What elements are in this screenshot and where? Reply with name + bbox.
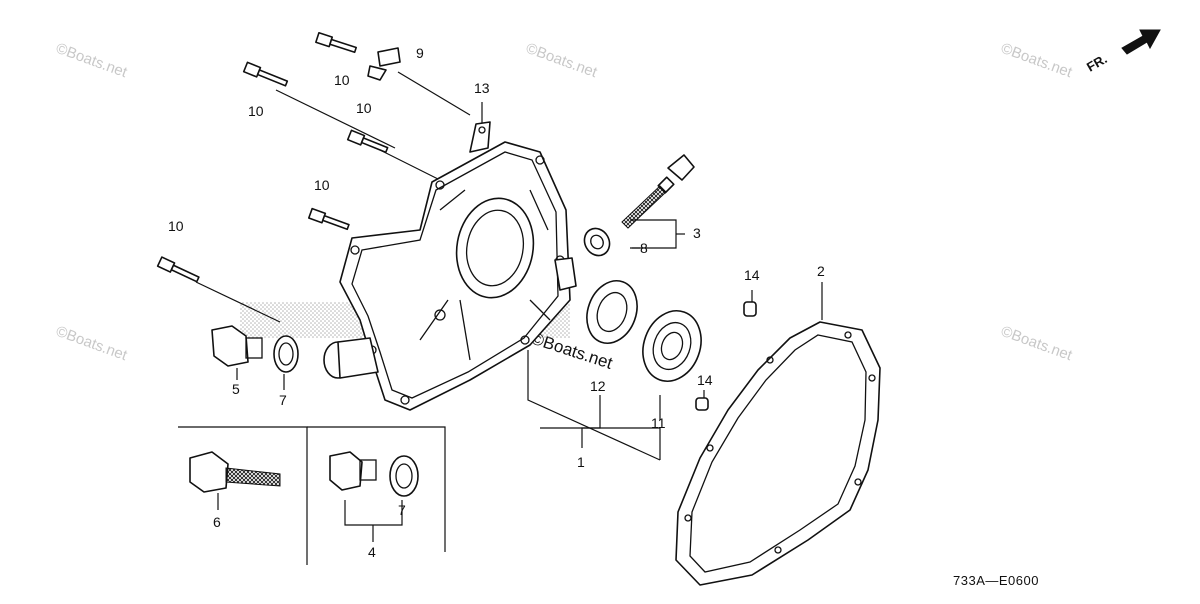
plug-part-4: [329, 451, 419, 497]
part-label-5: 5: [232, 381, 240, 397]
part-label-10: 10: [334, 72, 350, 88]
kit-box-4: [307, 426, 446, 552]
bracket-part-13: [469, 121, 491, 153]
part-label-14: 14: [697, 372, 713, 388]
part-label-10: 10: [314, 177, 330, 193]
diagram-code: 733A—E0600: [953, 573, 1039, 588]
watermark: ©Boats.net: [54, 40, 131, 82]
part-label-7: 7: [398, 502, 406, 518]
dowel-part-14: [695, 397, 709, 411]
kit-box-6: [178, 426, 308, 565]
front-arrow-icon: FR.: [1084, 29, 1161, 75]
part-label-10: 10: [356, 100, 372, 116]
part-label-3: 3: [693, 225, 701, 241]
part-label-7: 7: [279, 392, 287, 408]
clip-part-9: [367, 47, 401, 81]
plug-part-6: [189, 451, 281, 493]
part-label-6: 6: [213, 514, 221, 530]
part-label-14: 14: [744, 267, 760, 283]
part-number-labels: 9 10 10 10 13 10 10 3 8 14 2 5 7 12 14 1…: [168, 45, 825, 560]
part-label-11: 11: [651, 415, 666, 431]
watermark: ©Boats.net: [54, 323, 131, 365]
part-label-9: 9: [416, 45, 424, 61]
sleeve: [323, 337, 379, 379]
part-label-12: 12: [590, 378, 606, 394]
part-label-13: 13: [474, 80, 490, 96]
watermark: ©Boats.net: [524, 40, 601, 82]
bearing-part-12: [586, 280, 638, 344]
bearing-part-11: [642, 310, 702, 382]
oil-gauge-part-3: [621, 154, 695, 229]
bolt-group: [156, 31, 389, 283]
crankcase-cover: [339, 141, 577, 411]
drain-plug-part-5: [211, 325, 263, 367]
part-label-10: 10: [248, 103, 264, 119]
watermark: ©Boats.net: [999, 40, 1076, 82]
part-label-1: 1: [577, 454, 585, 470]
seal-part-8: [583, 227, 611, 257]
front-label: FR.: [1084, 51, 1110, 74]
gasket-part-2: [675, 321, 881, 586]
watermark: ©Boats.net: [999, 323, 1076, 365]
leader-lines: [195, 71, 823, 542]
part-label-2: 2: [817, 263, 825, 279]
part-label-4: 4: [368, 544, 376, 560]
washer-part-7: [273, 335, 299, 373]
dowel-part-14: [743, 301, 757, 317]
part-label-10: 10: [168, 218, 184, 234]
part-label-8: 8: [640, 240, 648, 256]
